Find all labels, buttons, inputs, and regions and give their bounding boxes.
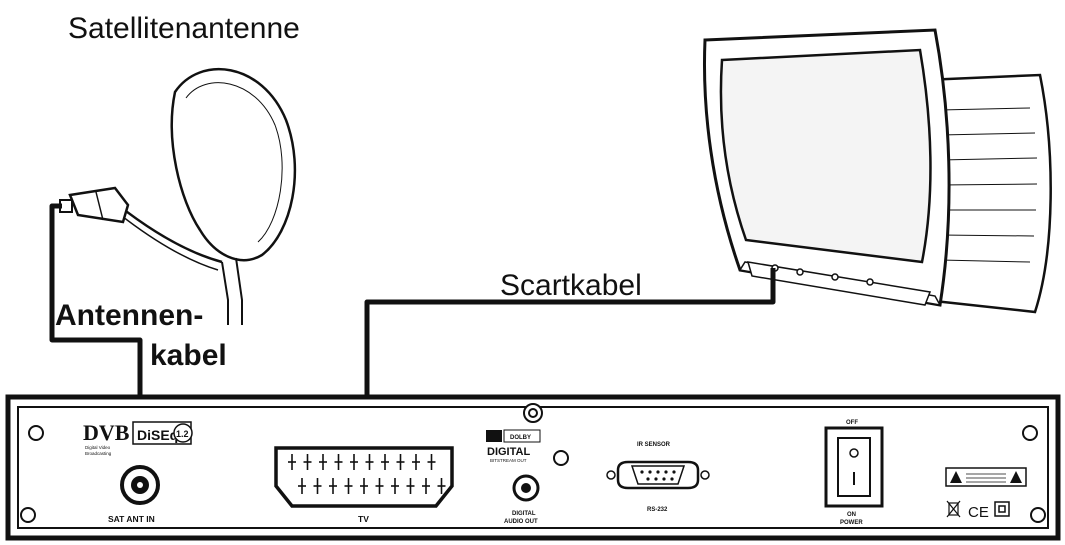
rs232-pin <box>648 470 652 474</box>
svg-text:DVB: DVB <box>83 420 130 445</box>
sat-ant-in-port: SAT ANT IN <box>108 465 160 524</box>
power-switch: OFF ON POWER <box>824 420 884 526</box>
svg-text:1.2: 1.2 <box>176 429 189 439</box>
antenna-cable <box>49 203 143 470</box>
svg-text:OFF: OFF <box>846 420 858 426</box>
svg-text:DOLBY: DOLBY <box>510 435 531 441</box>
svg-text:IR SENSOR: IR SENSOR <box>637 442 671 448</box>
rs232-pin <box>664 470 668 474</box>
satellite-antenna-label: Satellitenantenne <box>68 12 300 45</box>
svg-text:ON: ON <box>847 512 856 518</box>
scart-cable <box>364 268 776 462</box>
digital-audio-out-port: DIGITAL AUDIO OUT <box>504 474 540 525</box>
svg-text:Digital Video: Digital Video <box>85 445 111 450</box>
scart-port: TV <box>274 446 454 524</box>
rs232-pin <box>654 477 658 481</box>
svg-text:SAT ANT IN: SAT ANT IN <box>108 514 155 524</box>
warning-label <box>945 467 1027 487</box>
weee-bin-icon <box>946 500 961 518</box>
satellite-dish <box>59 67 297 325</box>
receiver-back-panel: DVB Digital Video Broadcasting DiSEqC 1.… <box>5 394 1061 541</box>
rs232-pin <box>640 470 644 474</box>
rs232-pin <box>656 470 660 474</box>
rs232-pin <box>662 477 666 481</box>
rs232-pin <box>672 470 676 474</box>
certification-marks: CE <box>946 500 1010 521</box>
antenna-cable-label-2: kabel <box>150 339 227 372</box>
antenna-cable-label-1: Antennen- <box>55 299 203 332</box>
dvb-logo: DVB Digital Video Broadcasting <box>83 420 130 456</box>
dolby-digital-logo: DOLBY DIGITAL BITSTREAM OUT <box>486 429 541 463</box>
svg-text:POWER: POWER <box>840 520 863 526</box>
diseqc-logo: DiSEqC 1.2 <box>132 421 193 445</box>
double-insulation-icon <box>994 501 1010 517</box>
ce-mark: CE <box>968 504 989 521</box>
svg-text:DIGITAL: DIGITAL <box>512 511 536 517</box>
svg-text:Broadcasting: Broadcasting <box>85 451 112 456</box>
svg-text:BITSTREAM OUT: BITSTREAM OUT <box>490 458 527 463</box>
television <box>702 28 1052 314</box>
scart-cable-label: Scartkabel <box>500 269 642 302</box>
rs232-pin <box>670 477 674 481</box>
rs232-port: IR SENSOR RS-232 <box>606 442 710 513</box>
svg-text:RS-232: RS-232 <box>647 507 668 513</box>
svg-text:TV: TV <box>358 514 369 524</box>
svg-text:AUDIO OUT: AUDIO OUT <box>504 519 538 525</box>
rs232-pin <box>646 477 650 481</box>
svg-text:DIGITAL: DIGITAL <box>487 446 530 458</box>
